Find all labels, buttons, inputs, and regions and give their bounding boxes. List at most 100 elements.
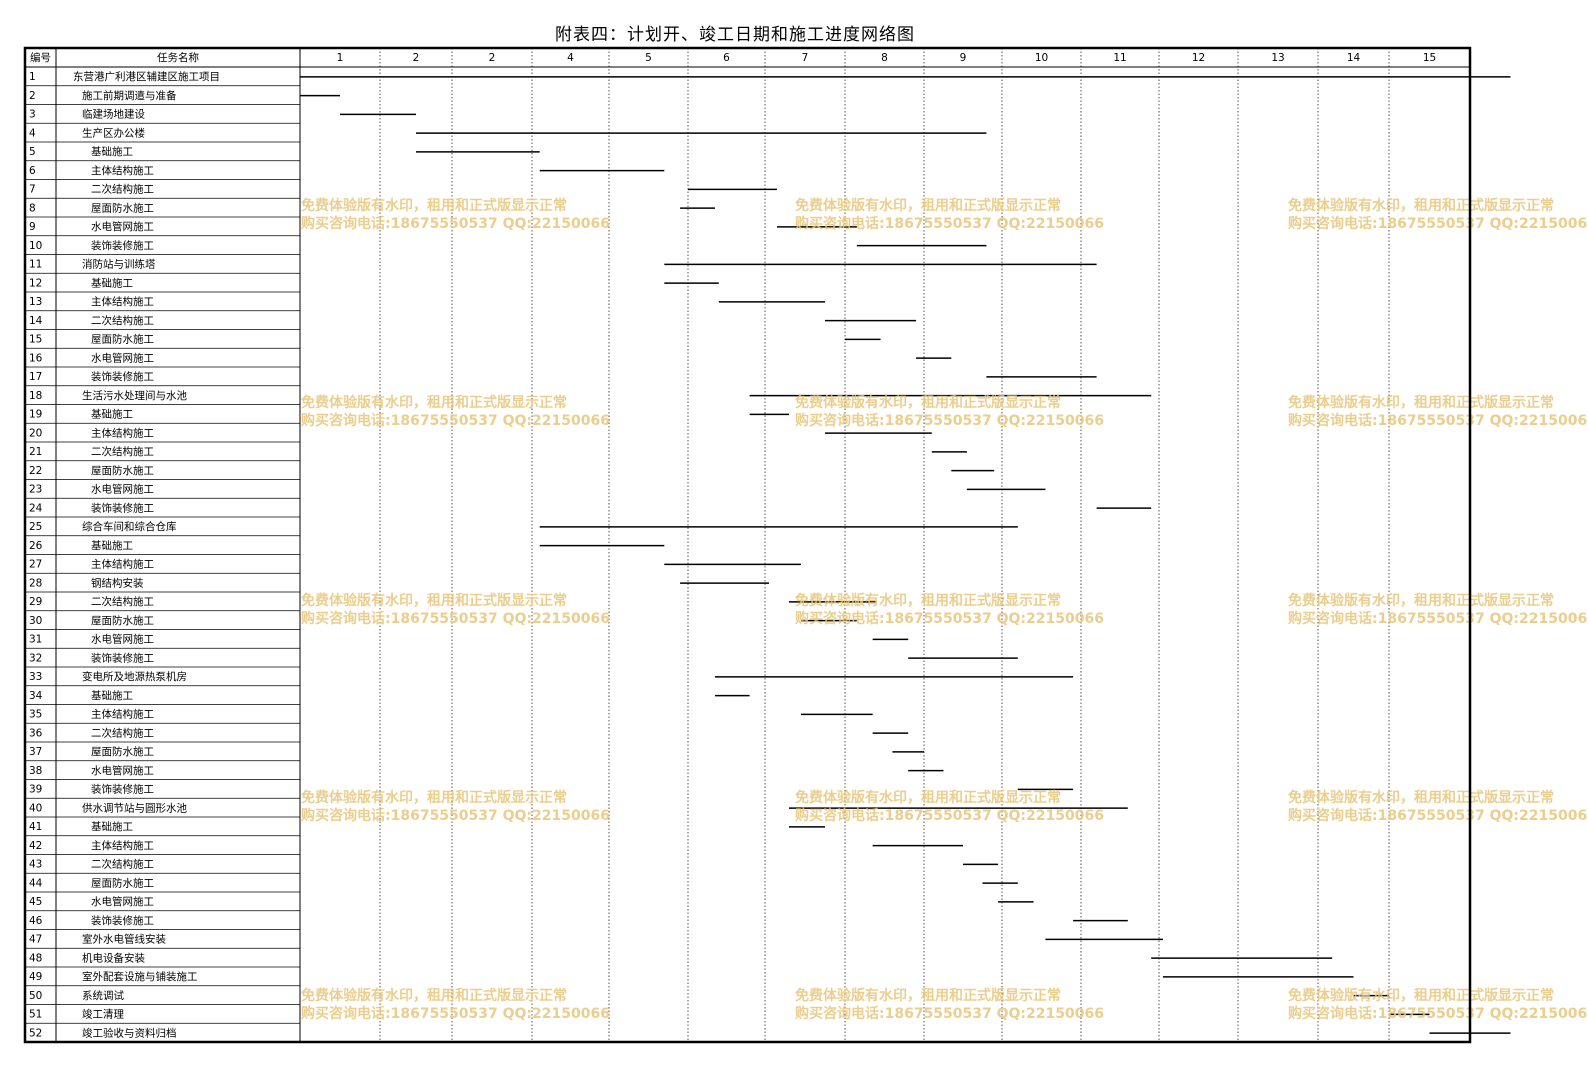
task-name: 主体结构施工: [91, 708, 154, 721]
task-id: 25: [29, 521, 42, 533]
task-id: 51: [29, 1009, 42, 1021]
table-frame: [23, 46, 1472, 1044]
timeline-label: 14: [1347, 52, 1361, 64]
task-name: 主体结构施工: [91, 164, 154, 177]
task-name: 装饰装修施工: [91, 370, 154, 383]
task-name: 水电管网施工: [91, 764, 154, 777]
watermark-line2: 购买咨询电话:18675550537 QQ:22150066: [795, 807, 1104, 824]
task-name: 系统调试: [82, 989, 124, 1002]
timeline-label: 4: [567, 52, 574, 64]
task-id: 20: [29, 427, 42, 439]
task-id: 52: [29, 1027, 42, 1039]
task-name: 主体结构施工: [91, 295, 154, 308]
task-id: 6: [29, 165, 36, 177]
watermark-line1: 免费体验版有水印，租用和正式版显示正常: [301, 197, 567, 214]
task-id: 31: [29, 634, 42, 646]
timeline-label: 11: [1113, 52, 1126, 64]
task-id: 11: [29, 259, 42, 271]
task-name: 主体结构施工: [91, 558, 154, 571]
task-name: 消防站与训练塔: [82, 258, 156, 271]
task-id: 42: [29, 840, 42, 852]
task-id: 29: [29, 596, 42, 608]
task-id: 36: [29, 727, 43, 739]
task-id: 19: [29, 409, 42, 421]
task-id: 35: [29, 709, 42, 721]
task-id: 26: [29, 540, 43, 552]
task-id: 12: [29, 277, 42, 289]
watermark-line1: 免费体验版有水印，租用和正式版显示正常: [1288, 394, 1554, 411]
task-id: 8: [29, 202, 36, 214]
task-name: 二次结构施工: [91, 595, 154, 608]
task-id: 1: [29, 71, 36, 83]
task-id: 2: [29, 90, 36, 102]
watermark-line2: 购买咨询电话:18675550537 QQ:22150066: [795, 215, 1104, 232]
task-id: 50: [29, 990, 42, 1002]
task-id: 34: [29, 690, 43, 702]
task-id: 15: [29, 334, 42, 346]
task-name: 装饰装修施工: [91, 914, 154, 927]
page-title: 附表四：计划开、竣工日期和施工进度网络图: [555, 25, 915, 45]
watermark-line2: 购买咨询电话:18675550537 QQ:22150066: [795, 610, 1104, 627]
task-id: 9: [29, 221, 36, 233]
timeline-label: 5: [645, 52, 652, 64]
task-name: 基础施工: [91, 408, 133, 421]
task-name: 主体结构施工: [91, 426, 154, 439]
task-name: 综合车间和综合仓库: [82, 520, 177, 533]
task-id: 21: [29, 446, 42, 458]
task-name: 装饰装修施工: [91, 783, 154, 796]
timeline-label: 1: [337, 52, 344, 64]
task-name: 屋面防水施工: [91, 333, 154, 346]
timeline-label: 6: [723, 52, 730, 64]
task-id: 14: [29, 315, 43, 327]
watermark-line1: 免费体验版有水印，租用和正式版显示正常: [301, 789, 567, 806]
task-id: 17: [29, 371, 42, 383]
watermark-line2: 购买咨询电话:18675550537 QQ:22150066: [1288, 610, 1588, 627]
timeline-label: 7: [802, 52, 809, 64]
task-name: 二次结构施工: [91, 858, 154, 871]
watermark-line2: 购买咨询电话:18675550537 QQ:22150066: [301, 215, 610, 232]
task-name: 施工前期调遣与准备: [82, 89, 177, 102]
task-name: 二次结构施工: [91, 314, 154, 327]
task-name: 装饰装修施工: [91, 651, 154, 664]
task-name: 装饰装修施工: [91, 501, 154, 514]
task-name: 供水调节站与圆形水池: [82, 801, 187, 814]
timeline-label: 2: [413, 52, 420, 64]
task-id: 4: [29, 127, 36, 139]
watermark-line2: 购买咨询电话:18675550537 QQ:22150066: [795, 412, 1104, 429]
task-name: 水电管网施工: [91, 351, 154, 364]
task-name: 生产区办公楼: [82, 126, 145, 139]
task-name: 屋面防水施工: [91, 876, 154, 889]
watermark-line1: 免费体验版有水印，租用和正式版显示正常: [795, 987, 1061, 1004]
task-id: 43: [29, 859, 42, 871]
watermark-line2: 购买咨询电话:18675550537 QQ:22150066: [795, 1005, 1104, 1022]
task-id: 49: [29, 971, 42, 983]
task-id: 47: [29, 934, 42, 946]
task-name: 屋面防水施工: [91, 614, 154, 627]
task-name: 基础施工: [91, 145, 133, 158]
task-name: 二次结构施工: [91, 183, 154, 196]
watermark-line2: 购买咨询电话:18675550537 QQ:22150066: [301, 412, 610, 429]
task-name: 屋面防水施工: [91, 464, 154, 477]
task-name: 生活污水处理间与水池: [82, 389, 187, 402]
timeline-label: 15: [1423, 52, 1436, 64]
task-id: 40: [29, 802, 42, 814]
task-name: 基础施工: [91, 820, 133, 833]
timeline-label: 13: [1271, 52, 1284, 64]
task-id: 5: [29, 146, 36, 158]
task-name: 基础施工: [91, 539, 133, 552]
task-name: 二次结构施工: [91, 726, 154, 739]
task-name: 钢结构安装: [91, 576, 144, 589]
task-id: 7: [29, 184, 36, 196]
watermark-line1: 免费体验版有水印，租用和正式版显示正常: [1288, 789, 1554, 806]
header-task-name: 任务名称: [157, 51, 199, 64]
watermark-line2: 购买咨询电话:18675550537 QQ:22150066: [1288, 412, 1588, 429]
task-name: 东营港广利港区辅建区施工项目: [73, 70, 220, 83]
task-id: 28: [29, 577, 42, 589]
watermark-line1: 免费体验版有水印，租用和正式版显示正常: [301, 987, 567, 1004]
header-id: 编号: [30, 51, 51, 64]
task-id: 46: [29, 915, 43, 927]
task-name: 基础施工: [91, 276, 133, 289]
